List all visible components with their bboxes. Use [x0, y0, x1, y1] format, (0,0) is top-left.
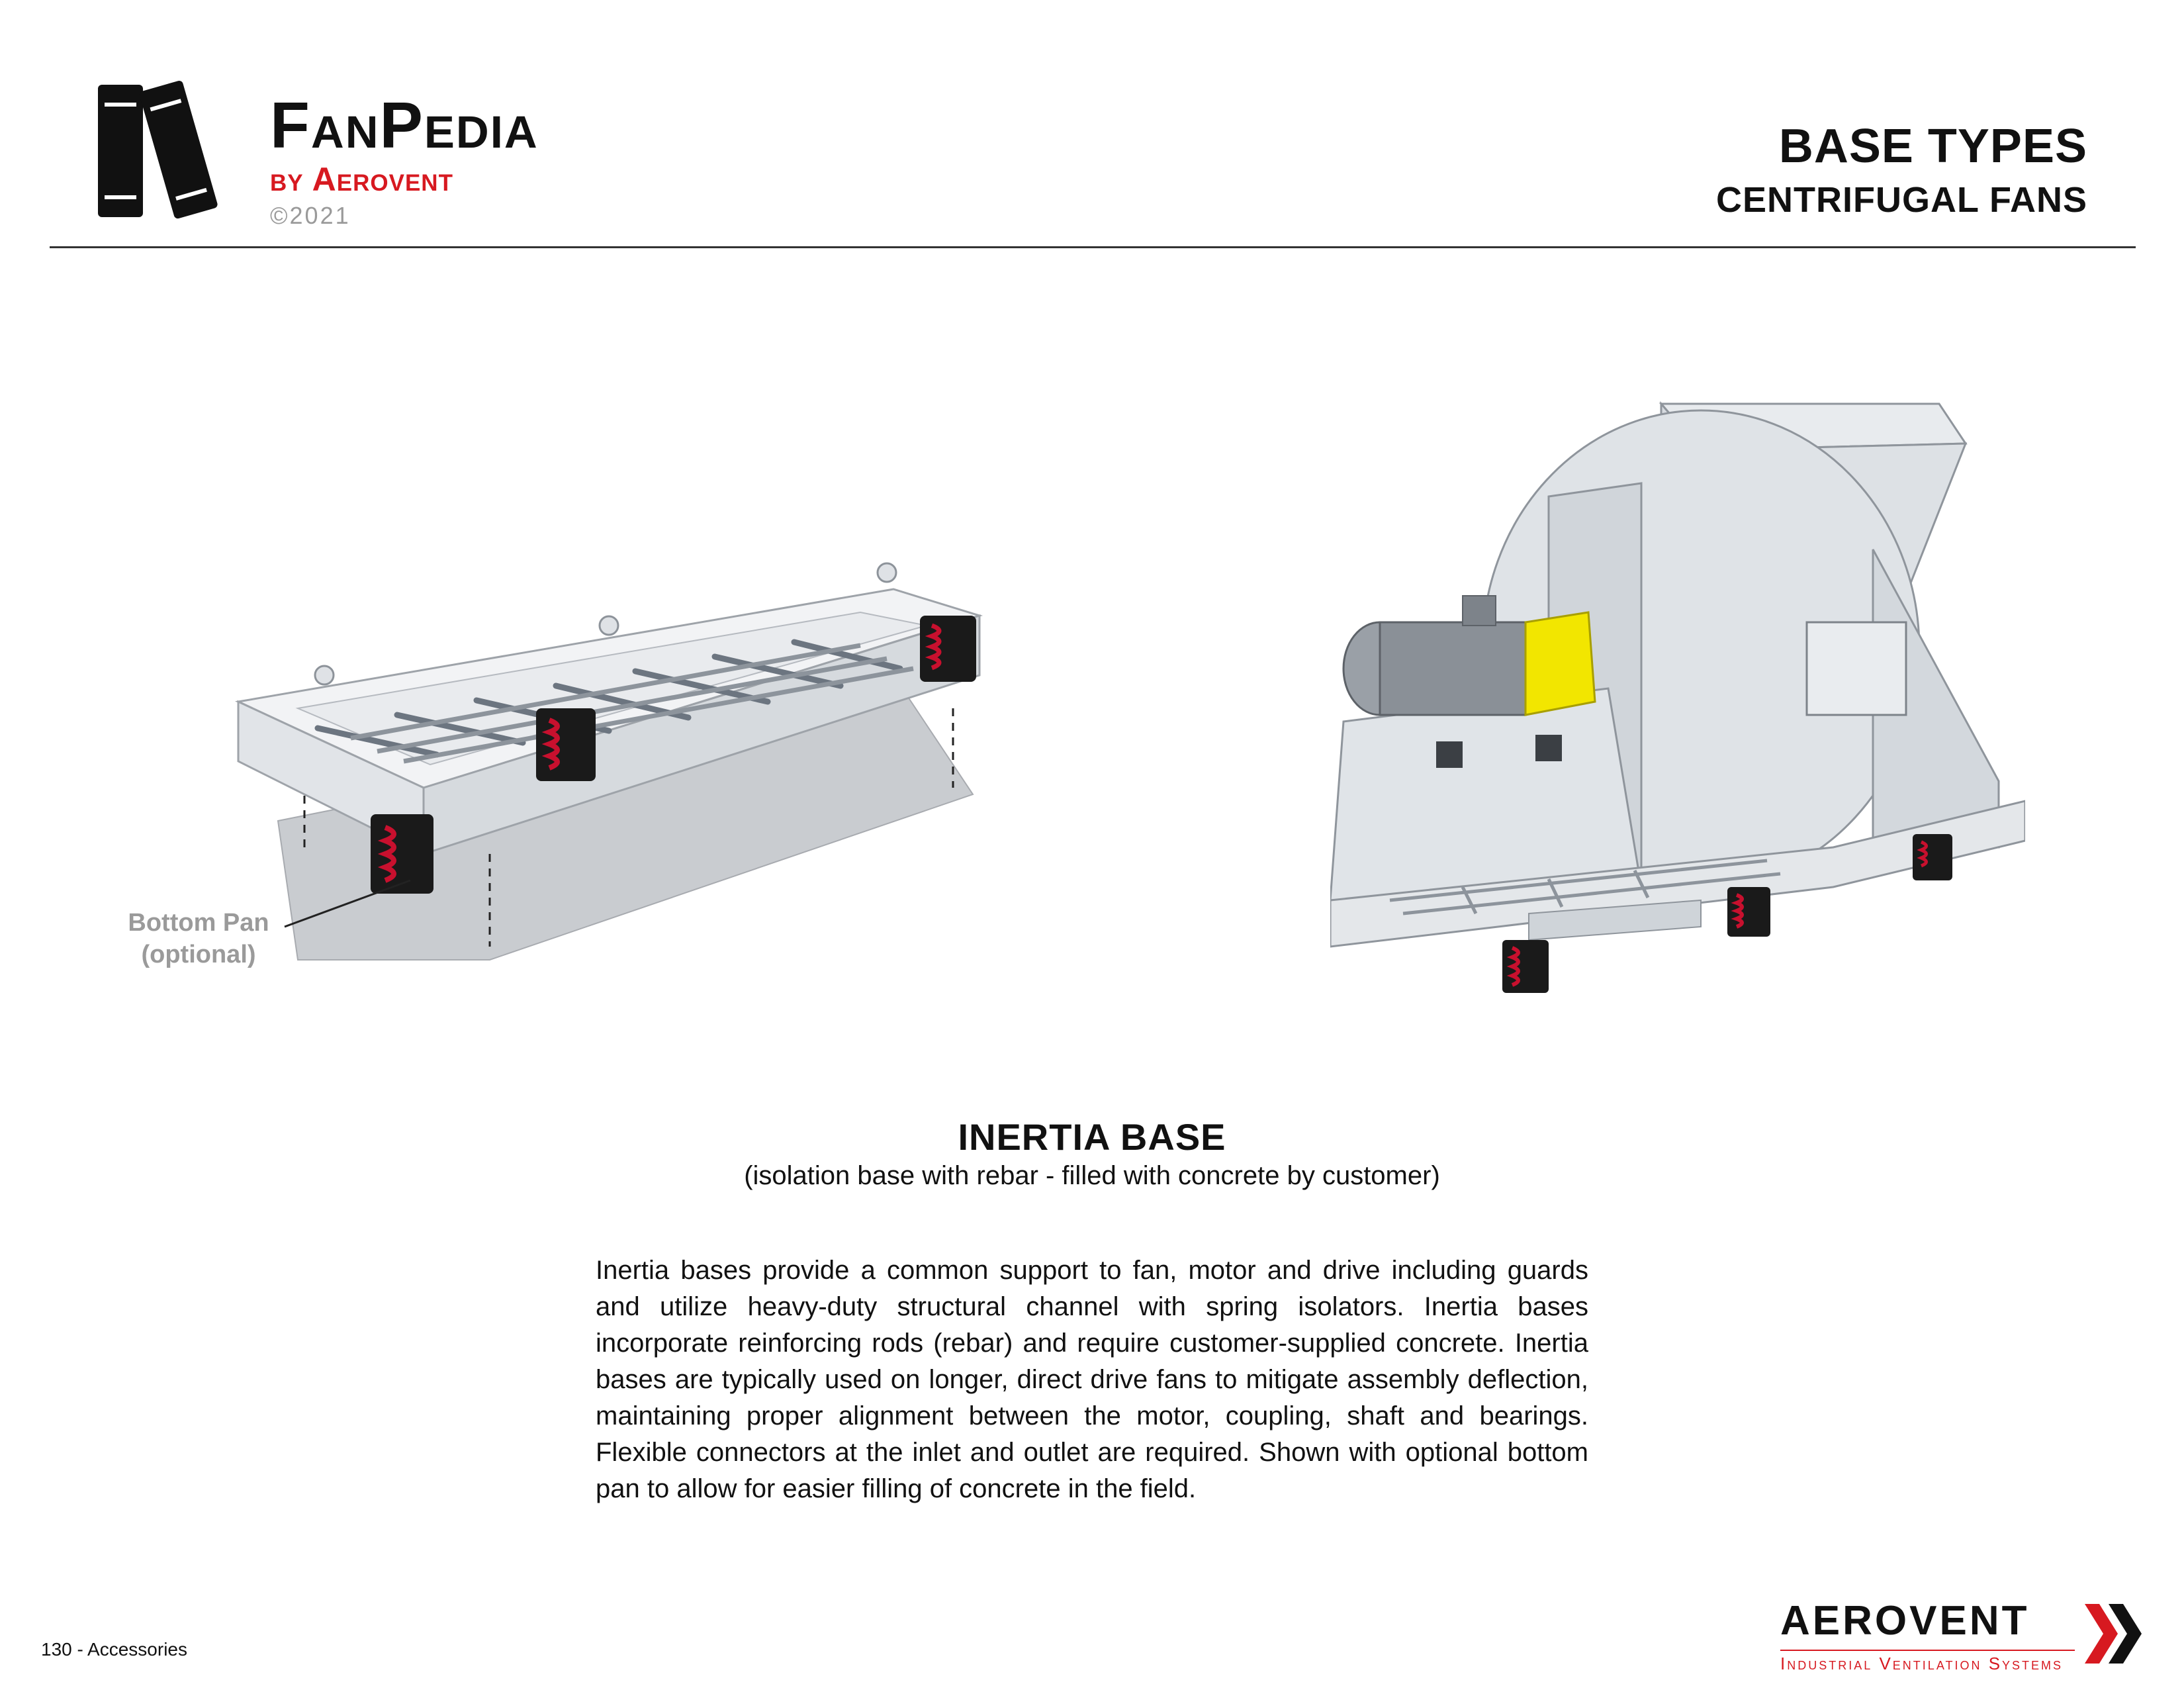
centrifugal-fan-illustration	[1330, 400, 2025, 993]
description-paragraph: Inertia bases provide a common support t…	[596, 1256, 1588, 1503]
chevron-right-icon	[2085, 1604, 2142, 1664]
inertia-base-illustration	[235, 562, 983, 961]
caption-subtitle: (isolation base with rebar - filled with…	[744, 1161, 1440, 1190]
bottom-pan-callout: Bottom Pan (optional)	[128, 909, 269, 968]
footer-logo-name: AEROVENT	[1780, 1598, 2030, 1644]
page-title: BASE TYPES	[1778, 120, 2087, 173]
header-divider	[50, 246, 2136, 248]
footer-page-label: 130 - Accessories	[41, 1639, 187, 1660]
brand-copyright: ©2021	[270, 202, 351, 229]
page-subtitle: CENTRIFUGAL FANS	[1715, 180, 2087, 220]
brand-by-line: by Aerovent	[270, 161, 453, 198]
brand-name: FanPedia	[270, 89, 539, 162]
books-logo-icon	[98, 80, 218, 219]
caption-title: INERTIA BASE	[958, 1116, 1226, 1158]
footer-logo-tagline: Industrial Ventilation Systems	[1780, 1650, 2075, 1672]
callout-leader-line	[284, 879, 411, 928]
